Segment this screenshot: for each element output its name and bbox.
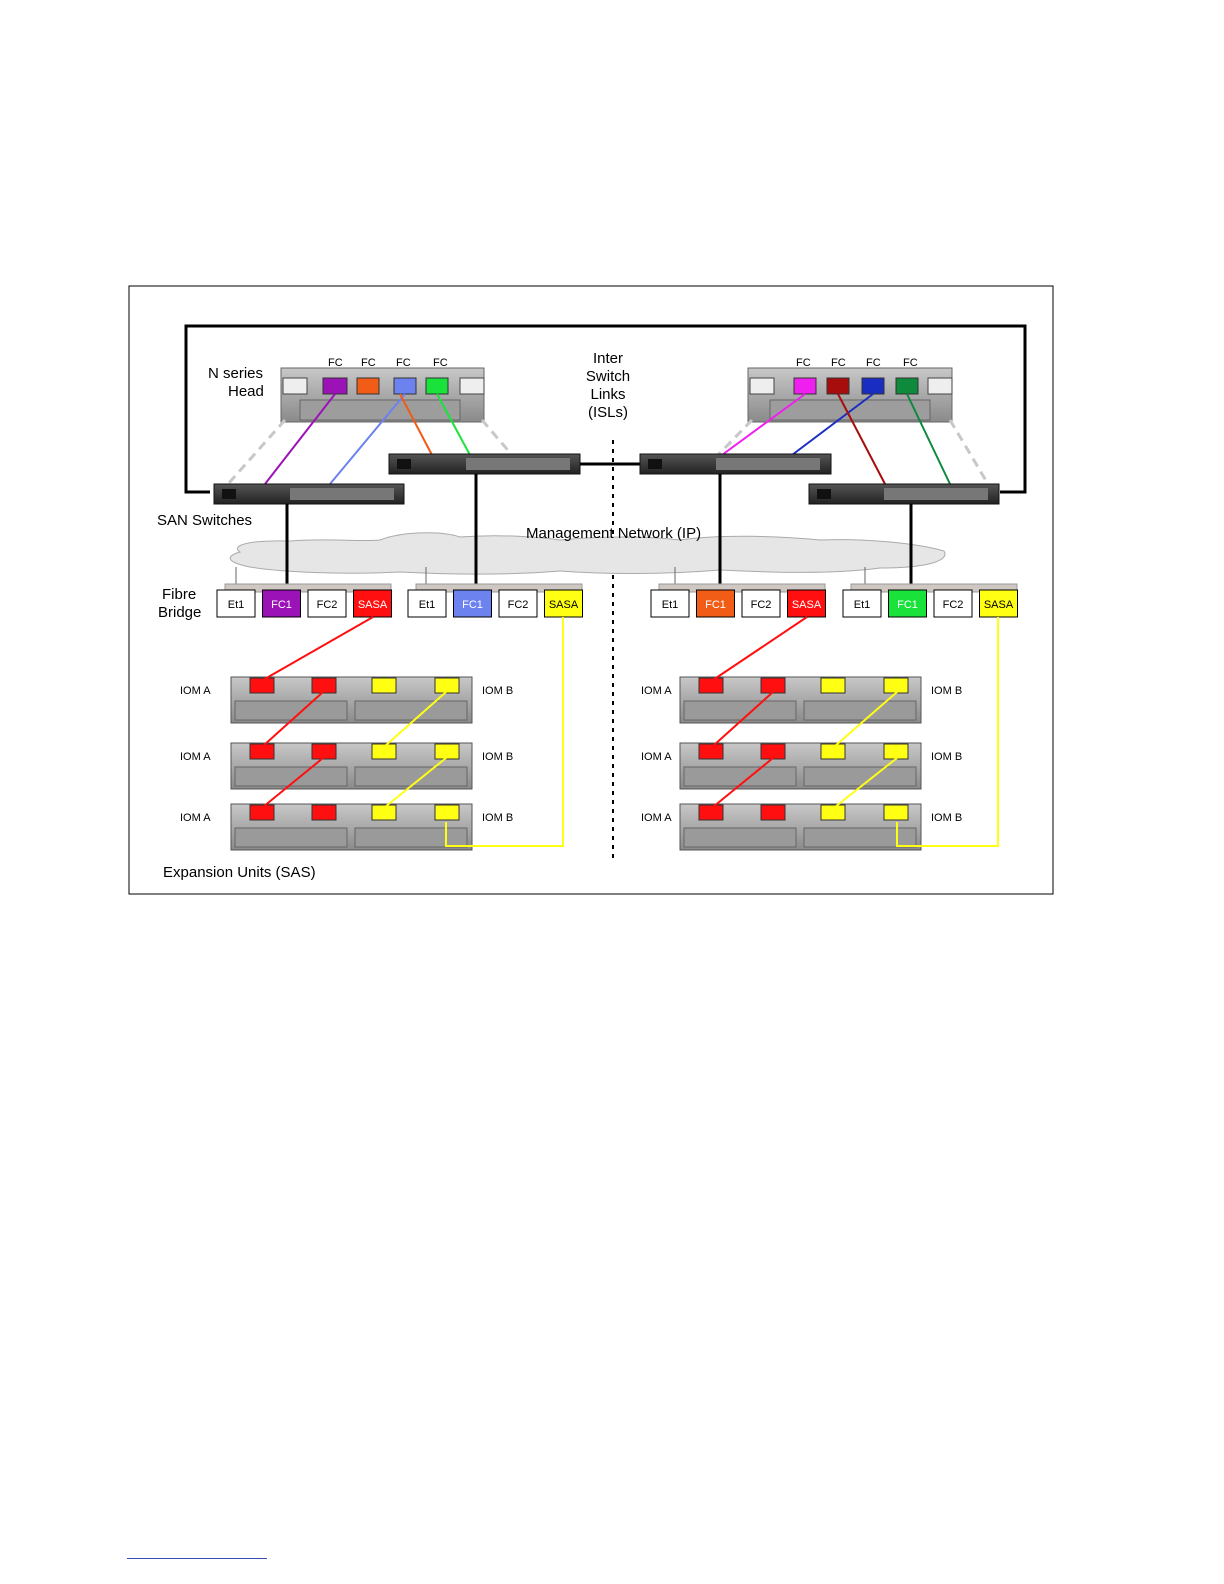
fc-label: FC [328, 357, 343, 369]
isl-label-line1: Inter [593, 350, 623, 367]
isl-label-line2: Switch [586, 368, 630, 385]
iom-a-sas-port [312, 805, 336, 820]
iom-b-sas-port [884, 678, 908, 693]
iom-b-label: IOM B [482, 812, 513, 824]
expansion-unit: IOM A IOM B [180, 743, 513, 789]
iom-a-sas-port [699, 744, 723, 759]
fc-label: FC [903, 357, 918, 369]
bridge-port-label: FC1 [705, 599, 726, 611]
bridge-port-label: SASA [549, 599, 579, 611]
bridge-port-label: SASA [792, 599, 822, 611]
bridge-port-label: SASA [984, 599, 1014, 611]
head-left-fc-port [357, 378, 379, 394]
fc-label: FC [866, 357, 881, 369]
san-switch [214, 484, 404, 504]
iom-a-sas-port [761, 678, 785, 693]
fibre-bridge: Et1 FC1 FC2 SASA [843, 584, 1018, 617]
isl-label-line4: (ISLs) [588, 404, 628, 421]
iom-a-label: IOM A [641, 812, 672, 824]
iom-a-sas-port [312, 678, 336, 693]
san-switches-label: SAN Switches [157, 512, 252, 529]
iom-b-sas-port [821, 744, 845, 759]
bridge-port-label: FC2 [317, 599, 338, 611]
fc-label: FC [796, 357, 811, 369]
bridge-port-label: FC2 [943, 599, 964, 611]
iom-b-sas-port [821, 678, 845, 693]
expansion-unit: IOM A IOM B [641, 743, 962, 789]
iom-b-sas-port [372, 678, 396, 693]
san-switch [640, 454, 831, 474]
expansion-units-label: Expansion Units (SAS) [163, 864, 316, 881]
iom-a-label: IOM A [180, 685, 211, 697]
iom-a-sas-port [761, 805, 785, 820]
san-switch [389, 454, 580, 474]
iom-a-sas-port [312, 744, 336, 759]
iom-a-sas-port [250, 805, 274, 820]
iom-a-label: IOM A [641, 685, 672, 697]
head-left-fc-port [394, 378, 416, 394]
fibre-bridge: Et1 FC1 FC2 SASA [408, 584, 583, 617]
bridge-port-label: FC2 [751, 599, 772, 611]
head-left-fc-port [323, 378, 347, 394]
head-right-fc-port [896, 378, 918, 394]
iom-b-sas-port [435, 678, 459, 693]
iom-a-sas-port [250, 678, 274, 693]
bridge-port-label: Et1 [228, 599, 245, 611]
iom-b-sas-port [884, 744, 908, 759]
fc-label: FC [433, 357, 448, 369]
iom-b-sas-port [821, 805, 845, 820]
iom-b-sas-port [884, 805, 908, 820]
iom-a-label: IOM A [641, 751, 672, 763]
expansion-unit: IOM A IOM B [641, 804, 962, 850]
iom-b-sas-port [372, 805, 396, 820]
head-right-fc-port [794, 378, 816, 394]
bridge-port-label: Et1 [662, 599, 679, 611]
fibre-bridge-label-line1: Fibre [162, 586, 196, 603]
iom-a-sas-port [250, 744, 274, 759]
bridge-port-label: FC1 [271, 599, 292, 611]
fibre-bridge-label-line2: Bridge [158, 604, 201, 621]
fibre-bridge: Et1 FC1 FC2 SASA [651, 584, 826, 617]
bridge-port-label: FC1 [897, 599, 918, 611]
head-label-line1: N series [208, 365, 263, 382]
bridge-port-label: Et1 [419, 599, 436, 611]
bridge-port-label: FC2 [508, 599, 529, 611]
head-left-fc-port [426, 378, 448, 394]
head-left [281, 368, 484, 422]
expansion-unit: IOM A IOM B [180, 804, 513, 850]
iom-a-label: IOM A [180, 812, 211, 824]
fibre-bridge: Et1 FC1 FC2 SASA [217, 584, 392, 617]
bridge-port-label: SASA [358, 599, 388, 611]
iom-a-sas-port [761, 744, 785, 759]
iom-b-label: IOM B [482, 685, 513, 697]
san-switch [809, 484, 999, 504]
fc-label: FC [361, 357, 376, 369]
bridge-port-label: Et1 [854, 599, 871, 611]
isl-label-line3: Links [590, 386, 625, 403]
expansion-unit: IOM A IOM B [180, 677, 513, 723]
fc-label: FC [831, 357, 846, 369]
management-network-label: Management Network (IP) [526, 525, 701, 542]
footnote-rule [127, 1558, 267, 1559]
fc-label: FC [396, 357, 411, 369]
head-right-fc-port [862, 378, 884, 394]
expansion-unit: IOM A IOM B [641, 677, 962, 723]
iom-b-label: IOM B [931, 812, 962, 824]
head-label-line2: Head [228, 383, 264, 400]
iom-b-label: IOM B [482, 751, 513, 763]
head-standby-links [228, 420, 988, 484]
iom-b-sas-port [435, 744, 459, 759]
iom-a-sas-port [699, 678, 723, 693]
bridge-port-label: FC1 [462, 599, 483, 611]
iom-a-sas-port [699, 805, 723, 820]
iom-a-label: IOM A [180, 751, 211, 763]
iom-b-label: IOM B [931, 751, 962, 763]
iom-b-sas-port [435, 805, 459, 820]
head-right-fc-port [827, 378, 849, 394]
iom-b-sas-port [372, 744, 396, 759]
iom-b-label: IOM B [931, 685, 962, 697]
